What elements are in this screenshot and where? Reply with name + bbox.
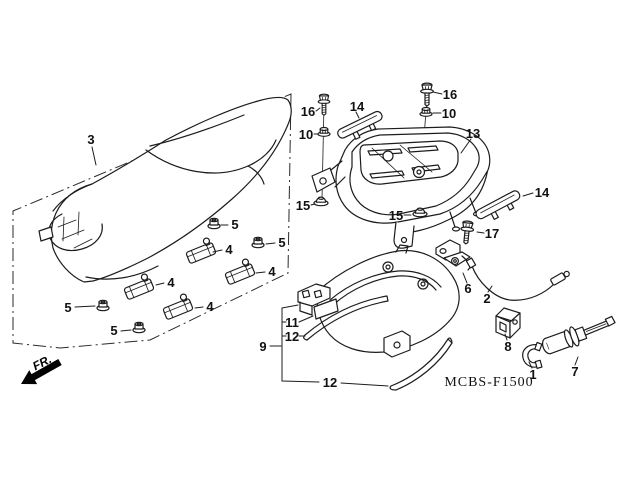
- front-arrow-icon: [21, 359, 62, 385]
- callout-8: 8: [504, 339, 511, 354]
- figure-code: MCBS-F1500: [444, 375, 533, 390]
- latch-bolt-part: [458, 219, 475, 246]
- seat-nut-b-part: [251, 236, 265, 249]
- callout-5-d: 5: [110, 323, 117, 338]
- callout-15-left: 15: [296, 198, 310, 213]
- callout-14-right: 14: [535, 185, 550, 200]
- callout-10-left: 10: [299, 127, 313, 142]
- seat-lock-drawing: [541, 315, 616, 355]
- carrier-cap-nut-left-part: [313, 196, 329, 207]
- rear-cowl-drawing: [297, 244, 460, 391]
- callout-17: 17: [485, 226, 499, 241]
- callout-1: 1: [529, 367, 536, 382]
- cowl-mat-part: [313, 298, 339, 320]
- front-direction-marker: FR.: [21, 352, 62, 385]
- callout-15-right: 15: [389, 208, 403, 223]
- carrier-pad-right-part: [473, 188, 525, 227]
- callout-6: 6: [464, 281, 471, 296]
- callout-14-left: 14: [350, 99, 365, 114]
- seat-phantom-boundary: [12, 93, 292, 349]
- rear-carrier-drawing: [311, 95, 491, 249]
- callout-3: 3: [87, 132, 94, 147]
- cowl-trim-rear-part: [389, 337, 453, 391]
- lock-cable-drawing: [465, 257, 570, 301]
- callout-7: 7: [571, 364, 578, 379]
- callout-4-b: 4: [268, 264, 276, 279]
- seat-clip-b-part: [221, 257, 256, 286]
- callout-2: 2: [483, 291, 490, 306]
- seat-nut-d-part: [132, 321, 146, 334]
- leader-lines: [74, 91, 579, 387]
- carrier-bolt-left-part: [317, 93, 331, 116]
- callout-5-a: 5: [231, 217, 238, 232]
- lock-bracket-drawing: [495, 307, 521, 339]
- callout-9: 9: [259, 339, 266, 354]
- callout-12-front: 12: [285, 329, 299, 344]
- callout-4-c: 4: [167, 275, 175, 290]
- callout-5-c: 5: [64, 300, 71, 315]
- carrier-nut-left-part: [317, 126, 331, 137]
- seat-nut-c-part: [96, 299, 110, 312]
- seat-latch-drawing: [435, 239, 473, 271]
- seat-nut-a-part: [207, 217, 221, 230]
- callout-10-right: 10: [442, 106, 456, 121]
- callout-4-d: 4: [206, 299, 214, 314]
- callout-5-b: 5: [278, 235, 285, 250]
- callout-12-rear: 12: [323, 375, 337, 390]
- callout-4-a: 4: [225, 242, 233, 257]
- callout-11: 11: [285, 315, 299, 330]
- seat-drawing: [38, 96, 292, 283]
- callout-16-right: 16: [443, 87, 457, 102]
- callout-16-left: 16: [301, 104, 315, 119]
- carrier-bolt-right-part: [420, 82, 434, 107]
- callout-labels: 3 16 10 14 15 16 10 13 14 15 17 6 2 8 1 …: [64, 87, 578, 390]
- carrier-nut-right-part: [419, 106, 433, 117]
- lock-clip-drawing: [522, 341, 543, 369]
- seat-clip-d-part: [159, 292, 194, 321]
- callout-13: 13: [466, 126, 480, 141]
- seat-clip-a-part: [182, 236, 217, 265]
